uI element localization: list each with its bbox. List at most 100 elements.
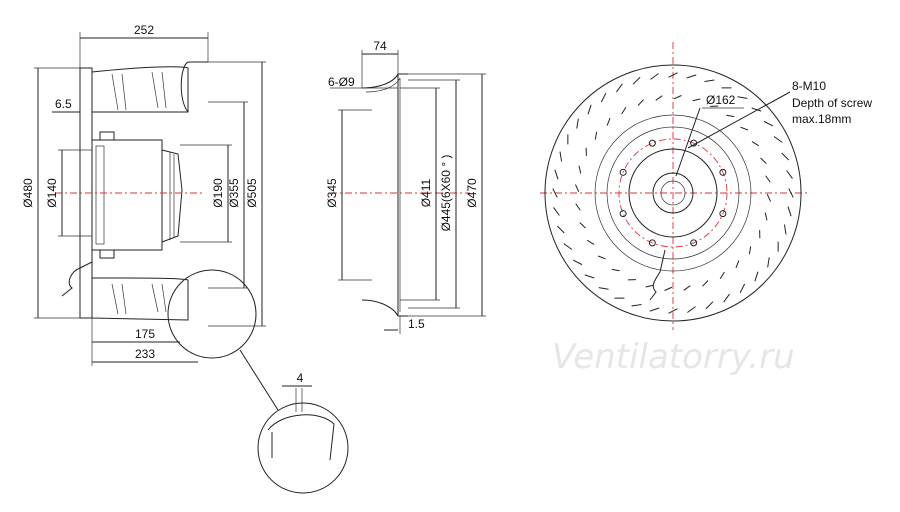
side-view: 252 6.5 Ø480 Ø140 Ø190 Ø355 Ø505 175 (21, 23, 349, 494)
blade-slot (723, 293, 730, 303)
hub (652, 172, 694, 214)
blade-slot (563, 243, 573, 250)
screw-hole (619, 168, 627, 176)
screw-hole (690, 239, 698, 247)
dim-252: 252 (134, 23, 154, 37)
blade-slot (650, 73, 659, 80)
dim-355: Ø355 (227, 178, 241, 208)
upper-impeller (91, 66, 189, 113)
dim-holes: 6-Ø9 (328, 75, 355, 89)
blade-slot (632, 76, 641, 85)
screw-hole (719, 168, 727, 176)
blade-slot (579, 222, 586, 229)
blade-slot (616, 83, 623, 93)
blade-slot (576, 118, 579, 129)
motor-cap (161, 149, 183, 243)
blade-slot (600, 92, 607, 103)
blade-slot (704, 79, 715, 83)
dim-175: 175 (135, 327, 155, 341)
note-depth: Depth of screw (792, 96, 872, 110)
blade-slot (664, 286, 673, 291)
blade-slot (751, 107, 762, 112)
dim-1-5: 1.5 (408, 317, 425, 331)
dim-411: Ø411 (419, 178, 433, 207)
blade-slots (552, 72, 794, 314)
blade-slot (575, 203, 581, 211)
blade-slot (621, 106, 627, 115)
detail-circle-large (257, 402, 349, 494)
blade-slot (673, 95, 682, 100)
screw-hole (648, 139, 656, 147)
dim-345: Ø345 (325, 178, 339, 208)
blade-slot (687, 306, 696, 313)
blade-slot (645, 284, 654, 288)
blade-slot (751, 141, 760, 147)
motor-flange (628, 148, 718, 238)
blade-slot (719, 271, 725, 280)
blade-slot (735, 260, 740, 269)
blade-slot (575, 184, 580, 193)
blade-slot (767, 257, 770, 268)
blade-slot (754, 271, 759, 282)
blade-slot (586, 239, 595, 245)
watermark: Ventilatorry.ru (552, 337, 795, 377)
blade-slot (702, 280, 709, 287)
blade-slot (655, 95, 663, 101)
blade-slot (683, 285, 691, 291)
dim-190: Ø190 (211, 178, 225, 208)
screw-hole (648, 239, 656, 247)
blade-slot (552, 188, 558, 198)
blade-slot (766, 193, 771, 202)
blade-slot (783, 224, 787, 235)
blade-slot (668, 72, 678, 78)
blade-slot (763, 120, 774, 127)
dim-233: 233 (135, 347, 155, 361)
blade-slot (737, 96, 748, 99)
motor-cable (61, 261, 93, 297)
blade-slot (553, 207, 560, 216)
blade-slot (572, 259, 583, 266)
blade-slot (668, 308, 678, 314)
blade-slot (584, 274, 595, 279)
blade-slot (692, 98, 701, 102)
blade-slot (637, 99, 644, 106)
blade-slot (554, 169, 559, 180)
bolt-circle (618, 138, 728, 248)
dim-162: Ø162 (706, 93, 736, 107)
front-view: Ø162 8-M10 Depth of screw max.18mm (540, 42, 872, 330)
motor-body (91, 139, 163, 251)
blade-slot (649, 307, 660, 312)
dim-6-5: 6.5 (55, 97, 72, 111)
dim-480: Ø480 (21, 178, 35, 208)
bracket-top (99, 131, 115, 141)
blade-slot (686, 74, 697, 79)
blade-slot (597, 255, 606, 260)
blade-slot (587, 104, 592, 115)
blade-slot (598, 287, 609, 290)
blade-slot (556, 225, 565, 234)
blade-slot (705, 301, 714, 310)
blade-slot (765, 175, 771, 183)
blade-slot (740, 126, 749, 131)
blade-slot (786, 170, 793, 179)
blade-slot (764, 212, 768, 221)
blade-slot (726, 114, 735, 118)
blade-slot (739, 283, 746, 294)
lower-impeller (91, 277, 189, 321)
dim-74: 74 (373, 39, 387, 53)
blade-slot (781, 152, 790, 161)
inlet-ring (361, 73, 399, 317)
blade-slot (788, 188, 794, 198)
note-depth-value: max.18mm (792, 112, 851, 126)
dim-445: Ø445(6X60 ° ) (439, 155, 453, 232)
bracket-bottom (99, 249, 115, 259)
impeller-outer (544, 64, 802, 322)
screw-hole (619, 210, 627, 218)
blade-slot (760, 157, 767, 164)
screw-hole (719, 210, 727, 218)
blade-slot (787, 206, 792, 217)
blade-slot (631, 303, 642, 307)
dim-470: Ø470 (465, 178, 479, 208)
blade-slot (594, 131, 598, 140)
